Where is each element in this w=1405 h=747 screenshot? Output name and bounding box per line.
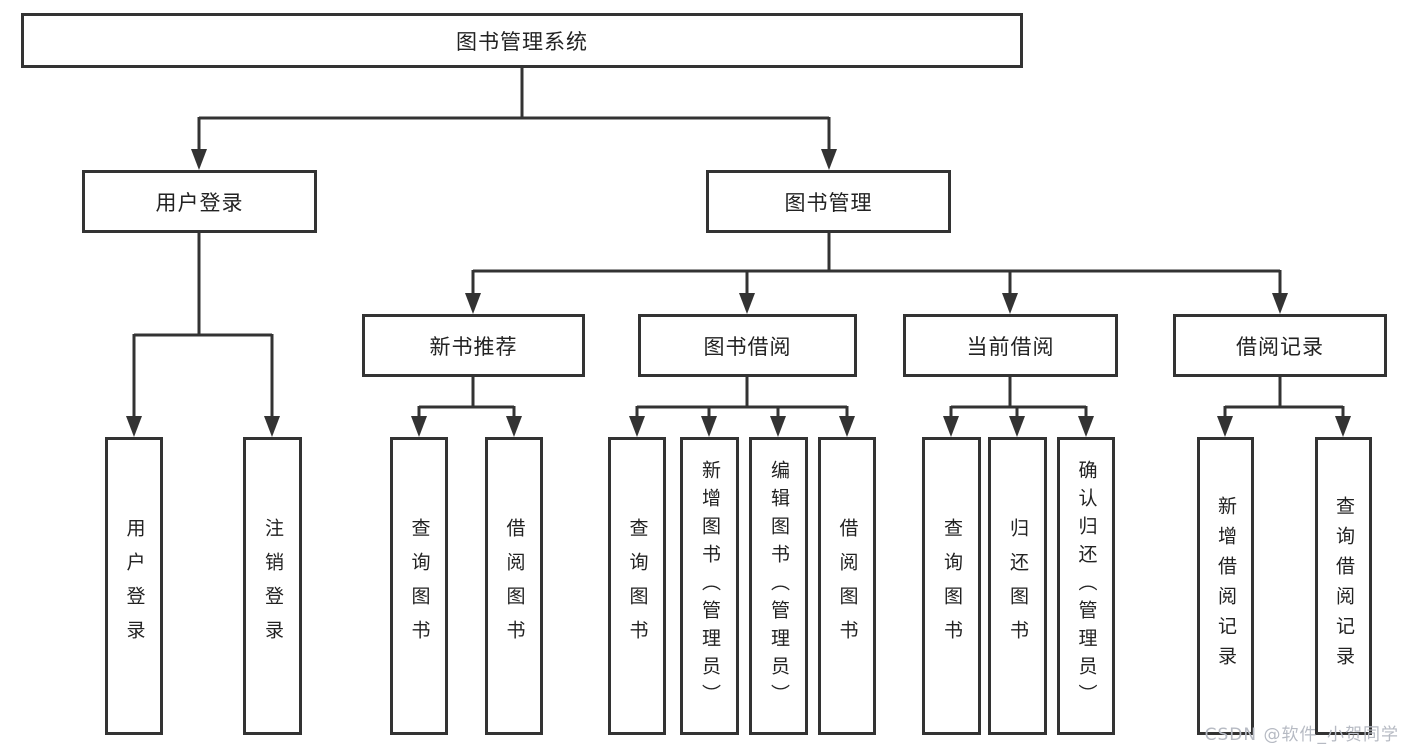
node-label: 新增借阅记录 [1215, 496, 1237, 676]
leaf-query-books-recommend: 查询图书 [390, 437, 448, 735]
node-label: 确认归还（管理员） [1075, 460, 1098, 712]
node-book-management: 图书管理 [706, 170, 951, 233]
leaf-edit-book-admin: 编辑图书（管理员） [749, 437, 808, 735]
leaf-add-book-admin: 新增图书（管理员） [680, 437, 739, 735]
node-label: 查询图书 [941, 518, 963, 654]
node-label: 新书推荐 [429, 334, 518, 359]
node-borrow-record: 借阅记录 [1173, 314, 1387, 377]
node-label: 图书借阅 [703, 334, 792, 359]
node-root-library-system: 图书管理系统 [21, 13, 1023, 68]
node-current-borrow: 当前借阅 [903, 314, 1118, 377]
node-label: 用户登录 [155, 190, 244, 215]
node-label: 图书管理系统 [456, 29, 588, 54]
leaf-query-books-borrow: 查询图书 [608, 437, 666, 735]
node-label: 注销登录 [262, 518, 284, 654]
leaf-confirm-return-admin: 确认归还（管理员） [1057, 437, 1115, 735]
node-label: 借阅记录 [1236, 334, 1324, 359]
node-label: 编辑图书（管理员） [768, 460, 790, 712]
watermark: CSDN @软件_小贺同学 [1204, 725, 1399, 745]
leaf-add-borrow-record: 新增借阅记录 [1197, 437, 1254, 735]
node-label: 用户登录 [123, 518, 146, 654]
node-label: 查询图书 [408, 518, 431, 654]
node-label: 查询图书 [626, 518, 649, 654]
node-label: 查询借阅记录 [1333, 496, 1355, 676]
node-label: 借阅图书 [503, 518, 526, 654]
node-label: 图书管理 [784, 190, 873, 215]
node-book-borrow: 图书借阅 [638, 314, 857, 377]
leaf-borrow-books-recommend: 借阅图书 [485, 437, 543, 735]
leaf-return-book: 归还图书 [988, 437, 1047, 735]
leaf-query-borrow-record: 查询借阅记录 [1315, 437, 1372, 735]
node-user-login: 用户登录 [82, 170, 317, 233]
leaf-query-books-current: 查询图书 [922, 437, 981, 735]
node-label: 当前借阅 [966, 334, 1055, 359]
node-new-book-recommend: 新书推荐 [362, 314, 585, 377]
node-label: 新增图书（管理员） [699, 460, 721, 712]
node-label: 归还图书 [1007, 518, 1029, 654]
node-label: 借阅图书 [836, 518, 859, 654]
leaf-logout: 注销登录 [243, 437, 302, 735]
leaf-user-login: 用户登录 [105, 437, 163, 735]
leaf-borrow-books: 借阅图书 [818, 437, 876, 735]
